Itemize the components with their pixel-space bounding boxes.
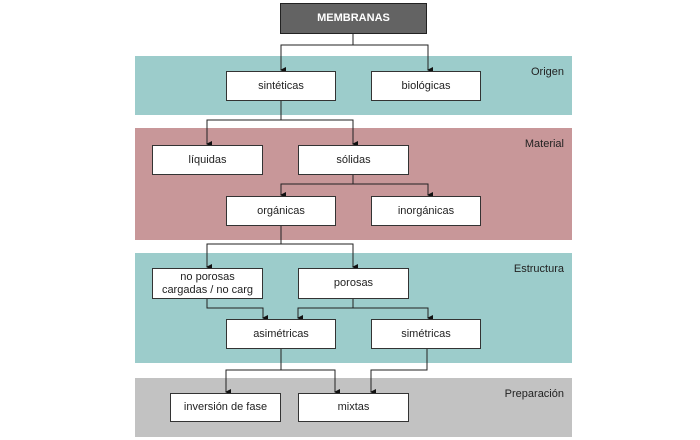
- node-label: mixtas: [337, 401, 370, 413]
- node-porosas: porosas: [298, 268, 409, 299]
- node-label: sintéticas: [258, 79, 304, 92]
- node-simetricas: simétricas: [371, 319, 481, 349]
- band-label-material: Material: [524, 138, 564, 150]
- band-label-estructura: Estructura: [513, 263, 564, 275]
- node-label: líquidas: [188, 153, 227, 166]
- node-solidas: sólidas: [298, 145, 409, 175]
- node-liquidas: líquidas: [152, 145, 263, 175]
- node-mixtas: mixtas: [298, 393, 409, 422]
- node-asimetricas: asimétricas: [226, 319, 336, 349]
- node-inversion-de-fase: inversión de fase: [170, 393, 281, 422]
- node-label: asimétricas: [253, 327, 309, 340]
- node-label: orgánicas: [257, 204, 305, 217]
- node-membranas-label: MEMBRANAS: [317, 12, 390, 24]
- node-inorganicas: inorgánicas: [371, 196, 481, 226]
- node-biologicas: biológicas: [371, 71, 481, 101]
- node-no-porosas: no porosas cargadas / no carg: [152, 268, 263, 299]
- node-label: inversión de fase: [183, 401, 268, 413]
- band-label-preparacion: Preparación: [504, 388, 564, 400]
- node-label: biológicas: [401, 79, 451, 92]
- node-label: porosas: [333, 277, 374, 289]
- band-label-origen: Origen: [530, 66, 564, 78]
- node-label: inorgánicas: [397, 204, 455, 217]
- node-sinteticas: sintéticas: [226, 71, 336, 101]
- node-label-line1: no porosas: [180, 270, 235, 283]
- node-label: sólidas: [336, 153, 371, 166]
- node-organicas: orgánicas: [226, 196, 336, 226]
- node-label-line2: cargadas / no carg: [161, 283, 254, 296]
- node-label: simétricas: [401, 327, 451, 340]
- band-origen: Origen: [135, 56, 572, 115]
- node-membranas: MEMBRANAS: [280, 3, 427, 34]
